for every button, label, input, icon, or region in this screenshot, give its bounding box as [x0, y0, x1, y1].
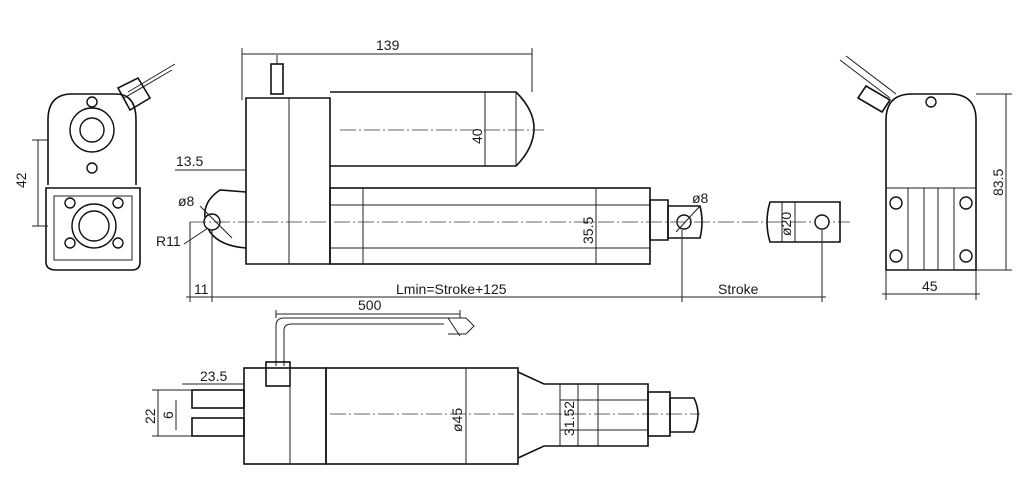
right-end-view: 83.5 45: [839, 55, 1012, 300]
motor-height-label: 40: [469, 128, 485, 144]
rear-edge-label: 11: [194, 281, 209, 297]
tab-thickness-label: 6: [160, 411, 176, 419]
tube-width-label: 31.52: [561, 401, 577, 436]
front-hole-diameter-label: ø8: [692, 190, 709, 206]
tab-width-label: 22: [142, 408, 158, 424]
main-side-view: 139 40 13.5 ø8 R11 35.5 ø8 ø20 11 Lmin=S…: [156, 37, 850, 302]
stroke-label: Stroke: [718, 281, 759, 297]
rear-radius-label: R11: [156, 233, 181, 249]
end-view-height-label: 42: [13, 172, 29, 188]
rear-hole-diameter-label: ø8: [178, 193, 195, 209]
right-view-height-label: 83.5: [990, 169, 1006, 196]
bottom-top-view: 500 23.5 22 6 ø45 31.52: [142, 297, 700, 465]
plug-offset-label: 23.5: [200, 368, 227, 384]
left-offset-label: 13.5: [176, 153, 203, 169]
tube-height-label: 35.5: [580, 217, 596, 244]
right-view-width-label: 45: [922, 278, 938, 294]
left-end-view: 42: [13, 63, 176, 271]
cable-length-label: 500: [358, 297, 382, 313]
body-diameter-label: ø45: [449, 408, 465, 432]
retracted-length-label: Lmin=Stroke+125: [396, 281, 507, 297]
rod-end-diameter-label: ø20: [778, 212, 794, 236]
total-length-label: 139: [376, 37, 400, 53]
